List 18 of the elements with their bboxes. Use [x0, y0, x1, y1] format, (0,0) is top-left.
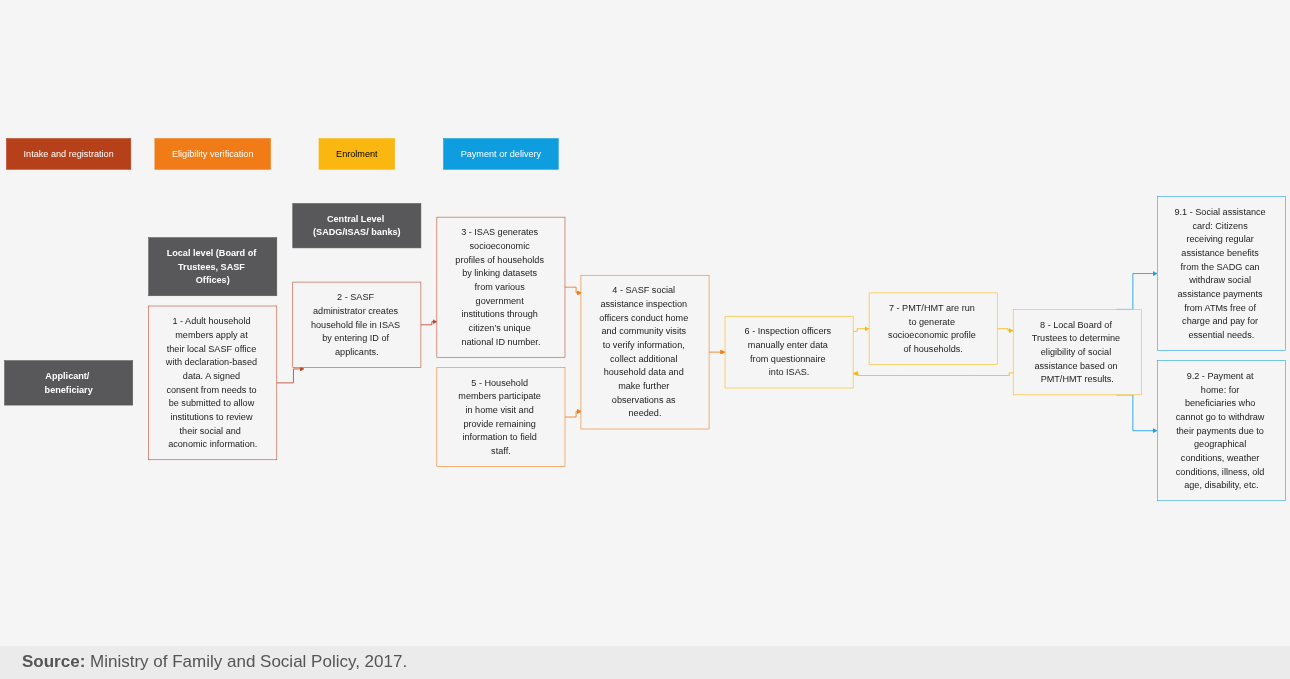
node-box: 9.1 - Social assistance card: Citizens receiving regular assistance benefits from the SADG can withdraw social assistance payments from ATMs free of charge and pay for essential needs. [1157, 196, 1286, 352]
node-box: 6 - Inspection officers manually enter data from questionnaire into ISAS. [724, 316, 854, 389]
node-box: 5 - Household members participate in home visit and provide remaining information to field staff. [436, 367, 566, 468]
node-box: 9.2 - Payment at home: for beneficiaries who cannot go to withdraw their payments due to geographical conditions, weather conditions, illness, old age, disability, etc. [1157, 360, 1286, 502]
node-box: Payment or delivery [443, 138, 559, 170]
node-box: Applicant/ beneficiary [4, 360, 133, 406]
node-box: 7 - PMT/HMT are run to generate socioeconomic profile of households. [868, 292, 998, 366]
node-box: 2 - SASF administrator creates household file in ISAS by entering ID of applicants. [292, 282, 422, 369]
node-box: 4 - SASF social assistance inspection officers conduct home and community visits to verify information, collect additional household data and make further observations as needed. [580, 275, 710, 430]
node-box: Eligibility verification [154, 138, 271, 170]
node-box: Local level (Board of Trustees, SASF Offices) [148, 237, 278, 297]
node-box: 3 - ISAS generates socioeconomic profiles of households by linking datasets from various government institutions through citizen’s unique national ID number. [436, 217, 566, 358]
node-box: Intake and registration [6, 138, 132, 170]
node-box: Central Level (SADG/ISAS/ banks) [292, 203, 422, 249]
node-box: 8 - Local Board of Trustees to determine eligibility of social assistance based on PMT/HMT results. [1012, 309, 1142, 396]
node-box: 1 - Adult household members apply at their local SASF office with declaration-based data. A signed consent from needs to be submitted to allow institutions to review their social and aconomic information. [148, 306, 278, 461]
node-box: Enrolment [318, 138, 395, 170]
source-caption: Source: Ministry of Family and Social Policy, 2017. [22, 652, 408, 671]
